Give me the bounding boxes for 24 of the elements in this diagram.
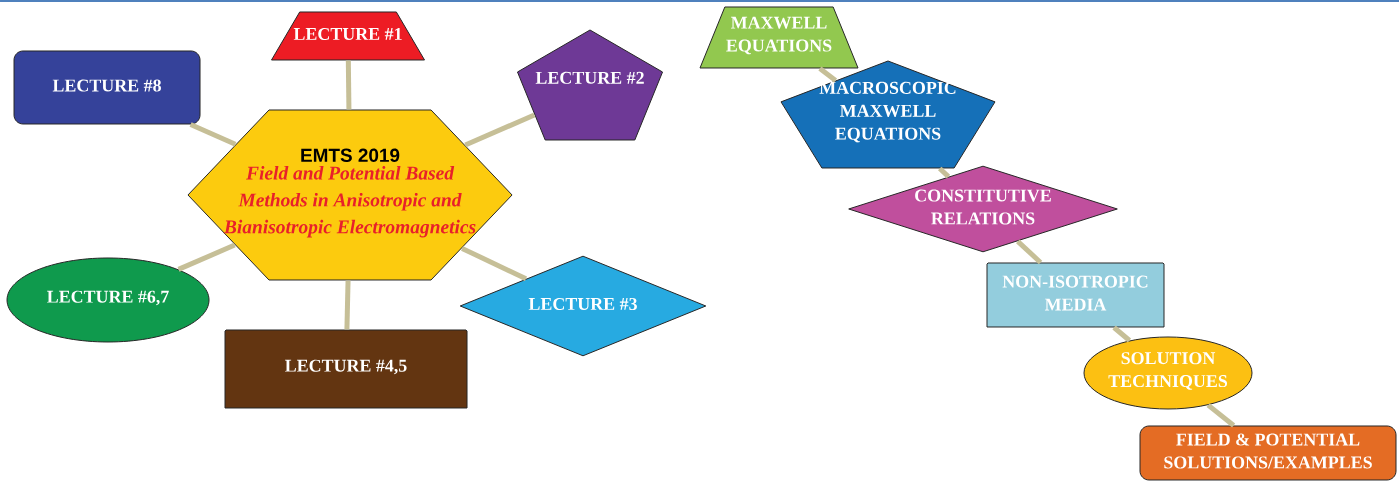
trapezoid-box: LECTURE #1: [271, 11, 425, 61]
hexagon-node: EMTS 2019 Field and Potential Based Methods in Anisotropic and Bianisotropic Electromagnetics: [187, 109, 513, 281]
diamond-node: CONSTITUTIVE RELATIONS: [848, 165, 1118, 253]
rounded-box: LECTURE #8: [13, 50, 201, 125]
ellipse-node: LECTURE #6,7: [6, 257, 210, 343]
connector-line: [938, 166, 951, 179]
rounded-box: FIELD & POTENTIAL SOLUTIONS/EXAMPLES: [1139, 425, 1397, 481]
ellipse-node: SOLUTION TECHNIQUES: [1083, 336, 1253, 410]
connector-line: [189, 122, 237, 147]
pentagon-node: LECTURE #2: [517, 29, 664, 141]
connector-line: [464, 112, 536, 148]
chamfered-box: LECTURE #4,5: [224, 329, 468, 409]
trapezoid-box: MAXWELL EQUATIONS: [699, 6, 859, 69]
chamfered-box: NON-ISOTROPIC MEDIA: [986, 262, 1165, 328]
connector-line: [1112, 325, 1132, 343]
connector-line: [345, 60, 352, 110]
connector-line: [344, 280, 351, 330]
connector-line: [1206, 403, 1236, 428]
diamond-node: LECTURE #3: [459, 255, 707, 357]
connector-line: [177, 242, 236, 272]
connector-line: [818, 66, 838, 83]
pentagon-node: MACROSCOPIC MAXWELL EQUATIONS: [780, 60, 996, 169]
connector-line: [461, 246, 528, 282]
connector-line: [1016, 239, 1043, 265]
